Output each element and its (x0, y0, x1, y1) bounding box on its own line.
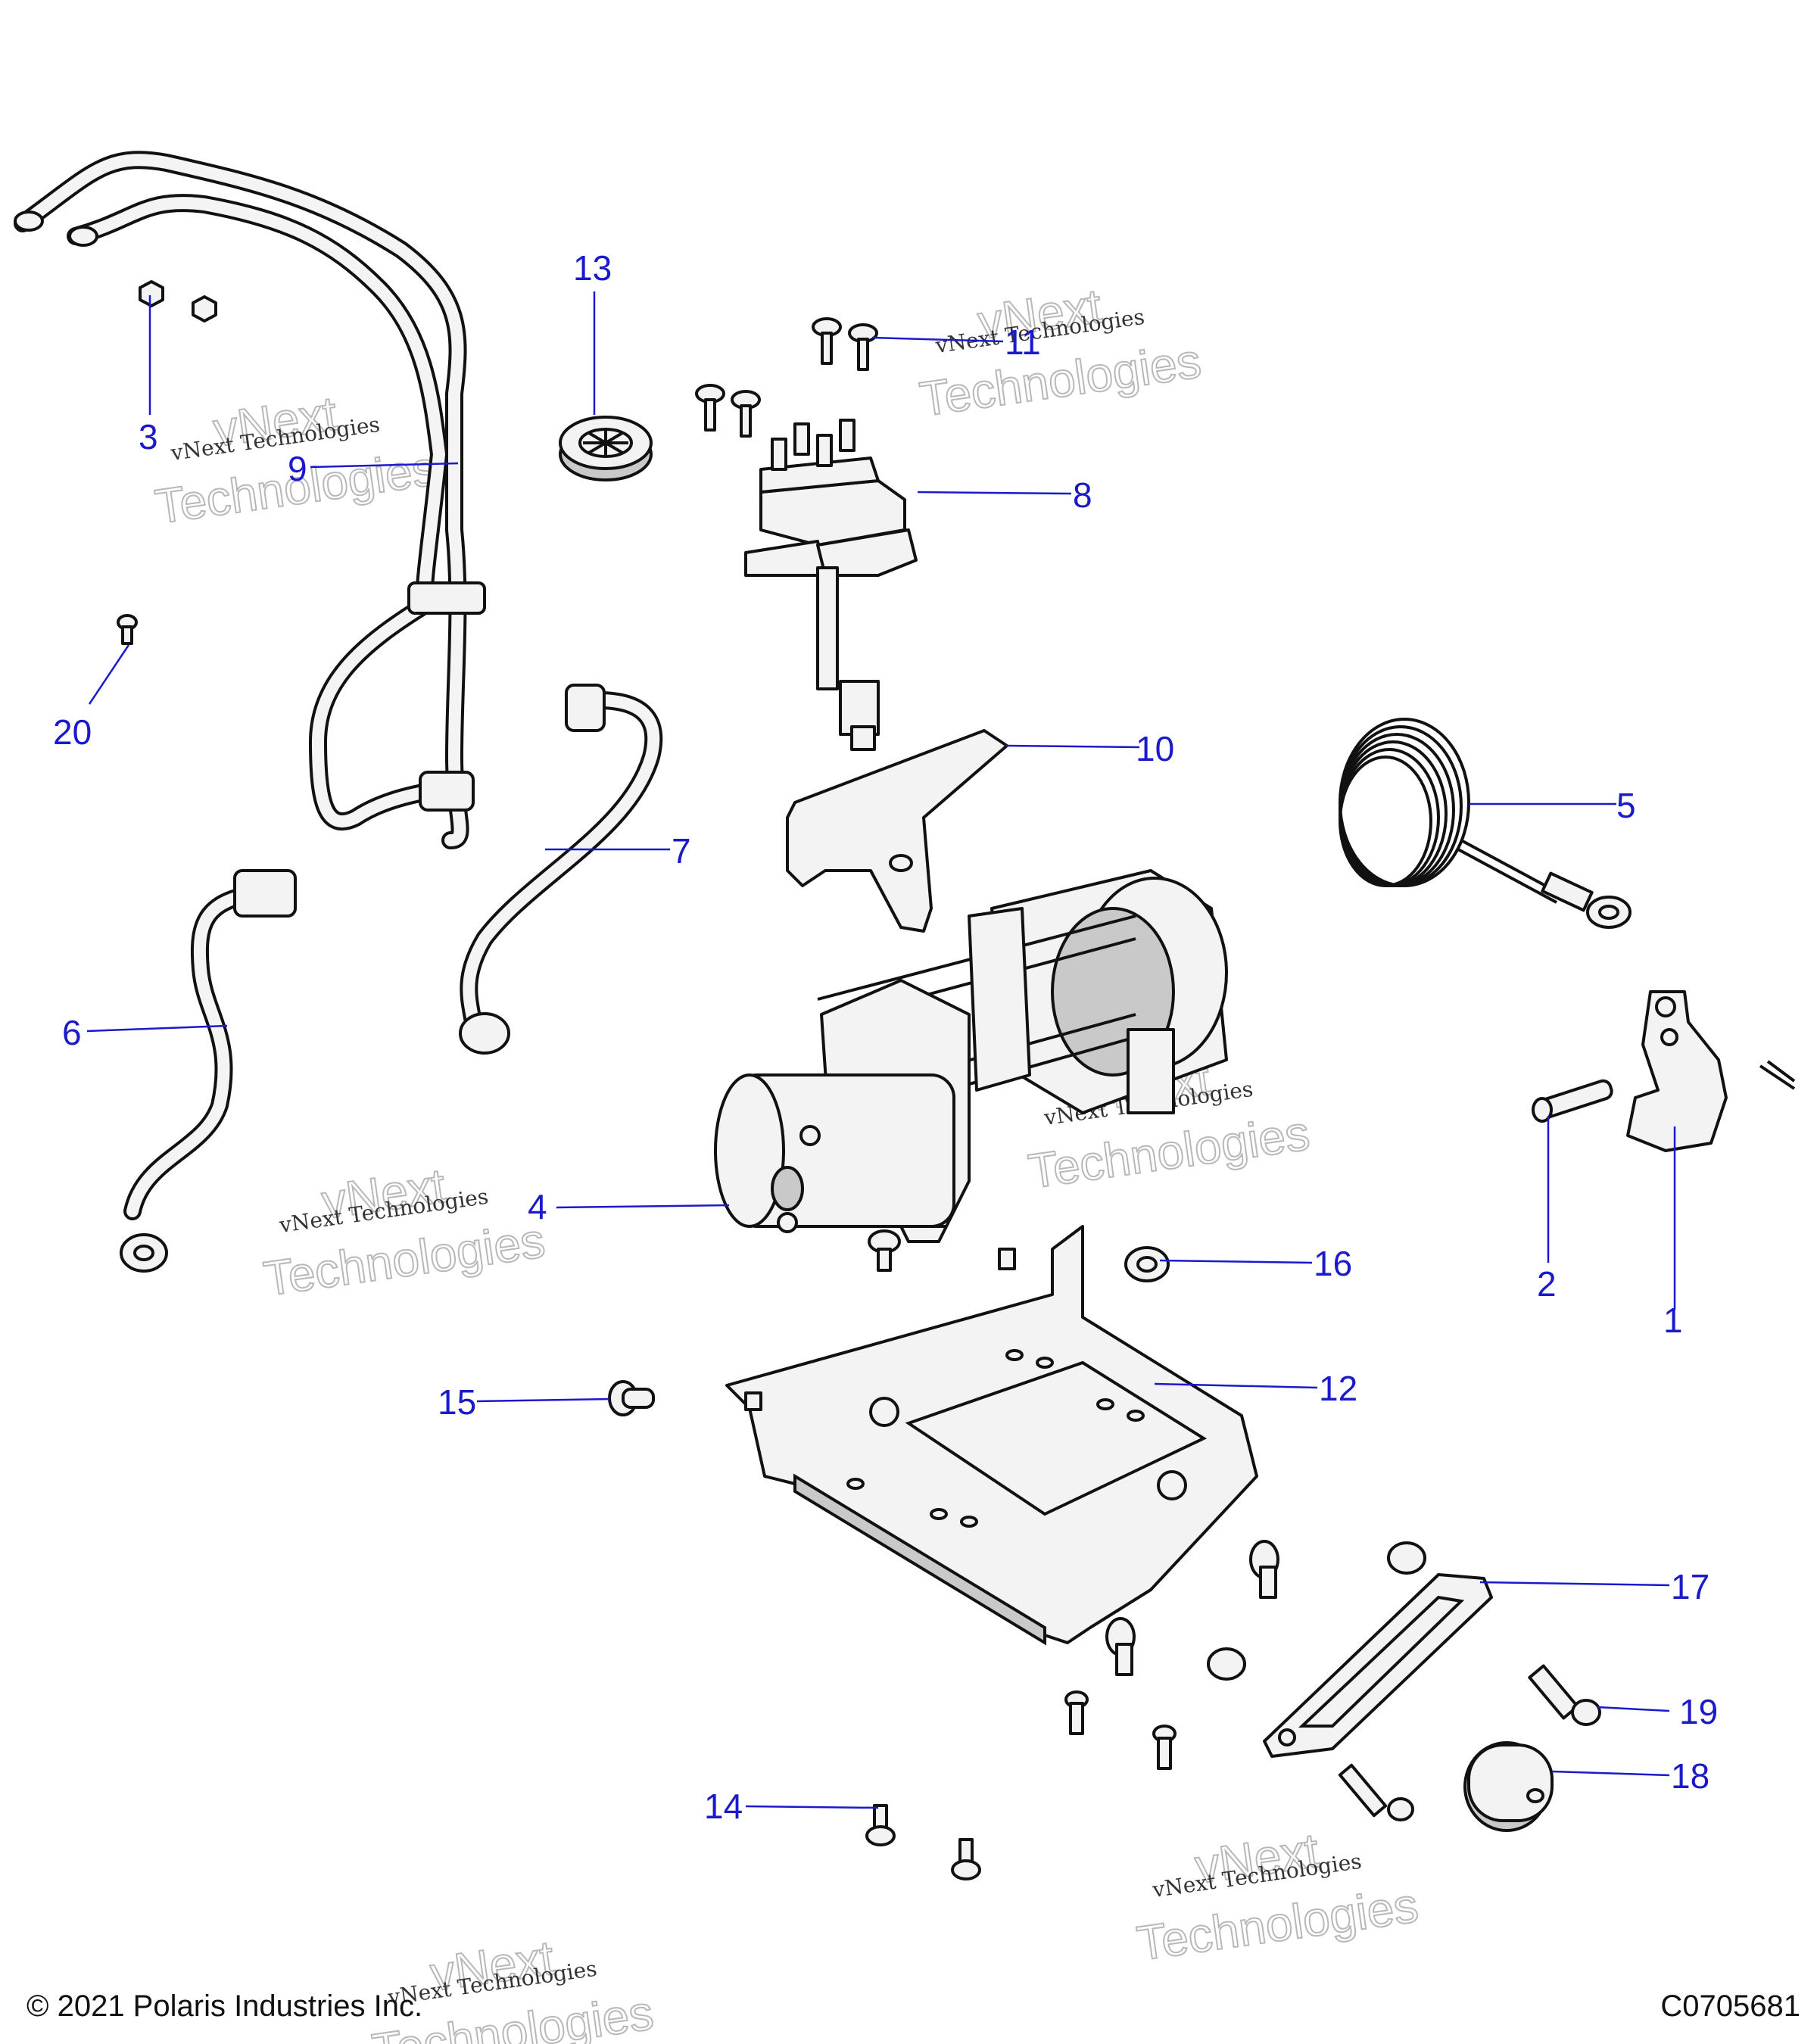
callout-4: 4 (528, 1187, 547, 1226)
callout-14: 14 (704, 1787, 743, 1826)
callout-17: 17 (1671, 1567, 1709, 1606)
bolt-19 (1528, 1664, 1601, 1726)
callout-12: 12 (1319, 1369, 1357, 1408)
grommet-13 (559, 416, 653, 481)
callouts: 1 2 3 4 5 6 7 8 9 10 11 12 13 14 15 16 1… (53, 248, 1718, 1826)
callout-16: 16 (1314, 1244, 1352, 1283)
screw-11 (695, 317, 878, 438)
battery-cable-6 (120, 869, 297, 1273)
watermark: vNext Technologies vNext Technologies (916, 278, 1205, 428)
callout-18: 18 (1671, 1756, 1709, 1796)
callout-11: 11 (1005, 322, 1041, 362)
callout-8: 8 (1073, 475, 1092, 515)
screw (868, 1229, 901, 1272)
mounting-plate-12 (725, 1225, 1258, 1646)
battery-cable-7 (459, 684, 663, 1055)
callout-20: 20 (53, 712, 92, 752)
callout-19: 19 (1679, 1692, 1718, 1731)
stopper-18 (1463, 1741, 1554, 1832)
winch-4 (714, 869, 1228, 1243)
watermark: vNext Technologies vNext Technologies (1133, 1822, 1422, 1972)
watermark: vNext Technologies vNext Technologies (260, 1158, 549, 1307)
callout-7: 7 (672, 831, 691, 871)
callout-6: 6 (62, 1013, 82, 1052)
callout-10: 10 (1136, 729, 1174, 768)
copyright-text: © 2021 Polaris Industries Inc. (26, 1989, 423, 2023)
callout-5: 5 (1616, 786, 1636, 825)
battery-cable-harness-9 (14, 151, 486, 849)
callout-15: 15 (438, 1382, 476, 1422)
callout-2: 2 (1537, 1264, 1557, 1304)
watermark: vNext Technologies vNext Technologies (368, 1930, 657, 2044)
screw-14 (865, 1804, 981, 1880)
cotter-pin (1759, 1060, 1796, 1090)
hook-1 (1626, 990, 1728, 1152)
bolt-15 (608, 1380, 655, 1416)
flange-nut-16 (1124, 1246, 1170, 1282)
diagram-code: C0705681 (1660, 1989, 1800, 2023)
leader-lines (86, 291, 1676, 1809)
callout-3: 3 (139, 417, 158, 456)
contactor-8 (744, 419, 918, 751)
fairlead-17 (1263, 1573, 1493, 1758)
wire-rope-5 (1339, 718, 1632, 929)
callout-9: 9 (288, 449, 307, 488)
nut-3 (139, 280, 217, 322)
pin-2 (1532, 1079, 1613, 1123)
callout-13: 13 (573, 248, 612, 288)
fasteners (1064, 1540, 1426, 1821)
callout-1: 1 (1663, 1301, 1683, 1340)
mount-bracket-10 (786, 729, 1008, 933)
screw-20 (117, 614, 138, 645)
